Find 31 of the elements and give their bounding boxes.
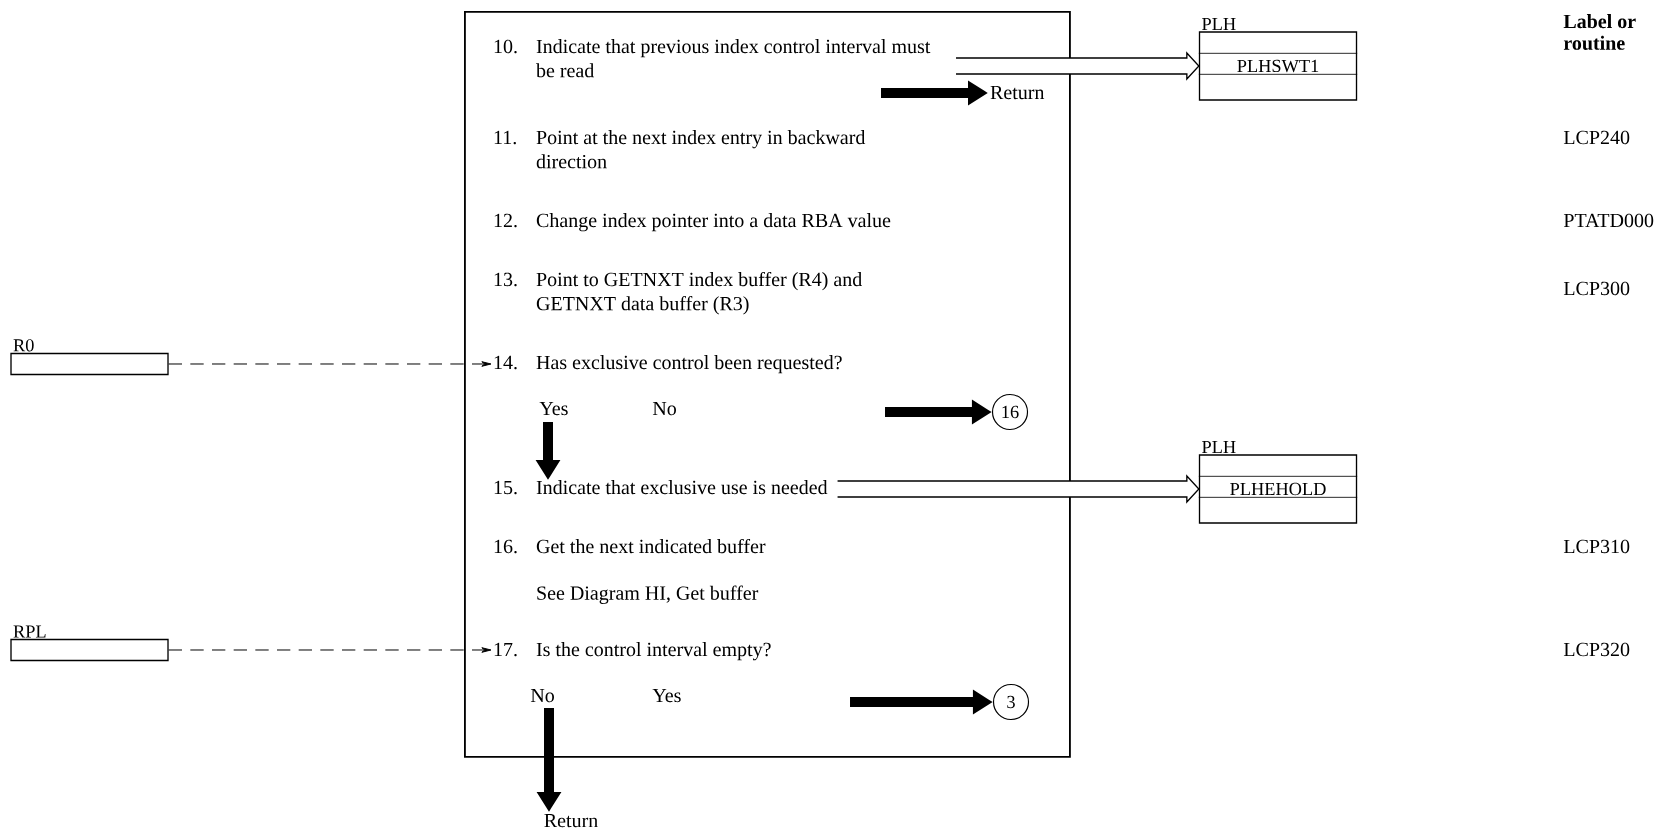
routine-label: LCP310 — [1563, 539, 1630, 554]
step-text: 16. Get the next indicated buffer See Diagram HI, Get buffer — [494, 538, 766, 604]
routine-label: PTATD000 — [1563, 213, 1654, 228]
arrow — [955, 51, 1200, 81]
step-text: 11. Point at the next index entry in backward direction — [494, 130, 866, 169]
field-caption: PLH — [1202, 441, 1236, 453]
process-frame — [464, 11, 1071, 758]
step-text: 12. Change index pointer into a data RBA value — [494, 213, 891, 232]
step-text: 14. Has exclusive control been requested? — [494, 355, 842, 374]
step-text: 13. Point to GETNXT index buffer (R4) and GETNXT data buffer (R3) — [494, 271, 862, 315]
field-box: PLHEHOLD — [1198, 454, 1358, 524]
step-text: 17. Is the control interval empty? — [494, 642, 771, 661]
routine-label: LCP300 — [1563, 281, 1630, 296]
field-caption: R0 — [13, 339, 34, 352]
branch-label: No — [652, 401, 676, 416]
field-caption: RPL — [13, 625, 46, 638]
branch-label: No — [530, 688, 554, 703]
arrow — [168, 647, 492, 653]
step-text: 15. Indicate that exclusive use is needed — [494, 480, 828, 495]
step-text: 10. Indicate that previous index control interval must be read — [494, 39, 931, 78]
column-heading: Label or routine — [1563, 14, 1636, 50]
routine-label: LCP240 — [1563, 130, 1630, 145]
return-label: Return — [990, 85, 1045, 100]
routine-label: LCP320 — [1563, 642, 1630, 657]
return-label: Return — [544, 814, 598, 828]
branch-label: Yes — [539, 401, 568, 416]
field-box: PLHSWT1 — [1198, 31, 1358, 101]
arrow — [168, 361, 492, 367]
branch-label: Yes — [652, 688, 681, 703]
arrow — [836, 474, 1200, 504]
field-caption: PLH — [1202, 18, 1236, 30]
